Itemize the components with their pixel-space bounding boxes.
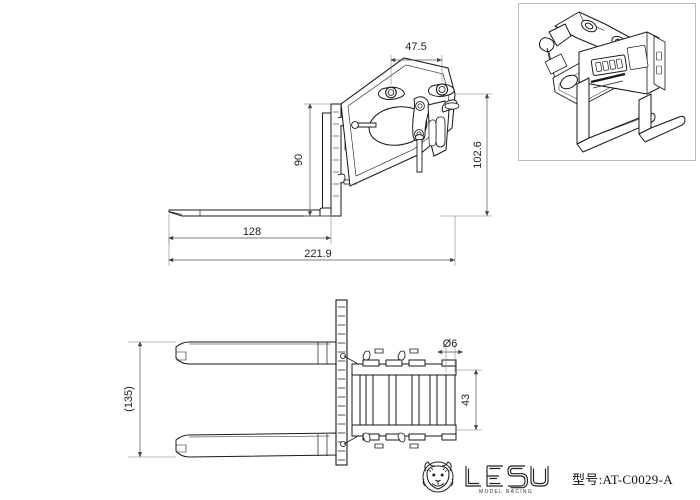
- dimension-label-221-9: 221.9: [304, 248, 332, 260]
- fork-blade-side: [168, 209, 321, 217]
- dimension-47-5: 47.5: [390, 41, 443, 85]
- dimension-label-135: (135): [123, 386, 135, 412]
- carriage-pin-left: [351, 121, 377, 129]
- dimension-label-47-5: 47.5: [405, 41, 426, 53]
- dimension-128: 128: [168, 214, 332, 244]
- isometric-preview-svg: [538, 11, 686, 153]
- plate-frame-links: [343, 355, 359, 445]
- latch-pin-rod: [414, 134, 425, 173]
- lion-head-icon: [422, 461, 454, 493]
- pin-boss-left: [377, 86, 405, 100]
- lock-clips-top: [362, 348, 419, 361]
- dimension-90: 90: [293, 103, 331, 217]
- lesu-subtitle: MODEL RACING: [479, 489, 533, 495]
- dimension-135: (135): [123, 341, 176, 458]
- dimension-label-dia-6: Ø6: [443, 338, 458, 350]
- center-oval-hole: [368, 106, 428, 146]
- dimension-221-9: 221.9: [168, 216, 456, 266]
- title-block: MODEL RACING 型号:AT-C0029-A: [422, 461, 673, 495]
- plan-view: (135) Ø6 43: [123, 299, 482, 466]
- latch-linkage: [412, 96, 460, 157]
- model-number-text: 型号:AT-C0029-A: [572, 472, 673, 487]
- dimension-dia-6: Ø6: [437, 338, 463, 372]
- dimension-label-102-6: 102.6: [472, 141, 484, 169]
- pin-boss-right: [427, 83, 455, 97]
- fork-tine-lower: [175, 432, 339, 458]
- dimension-label-128: 128: [243, 226, 261, 238]
- carriage-plate-plan: [335, 299, 348, 466]
- dimension-label-90: 90: [293, 154, 305, 166]
- lock-clips-bottom: [362, 432, 419, 449]
- dimension-43: 43: [456, 369, 482, 431]
- lesu-wordmark: [465, 465, 549, 489]
- isometric-preview-panel: [518, 3, 696, 161]
- frame-assembly-plan: [351, 359, 457, 441]
- dimension-label-43: 43: [460, 394, 472, 406]
- side-elevation-view: 47.5 102.6 90 128: [168, 41, 492, 266]
- fork-shank-side: [319, 112, 332, 217]
- dimension-102-6: 102.6: [440, 93, 492, 217]
- fork-tine-upper: [175, 341, 339, 365]
